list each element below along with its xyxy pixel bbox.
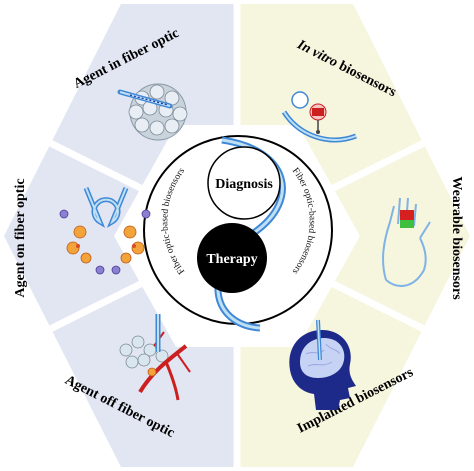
brain-implant-icon (289, 319, 356, 410)
label-agent-on-fiber: Agent on fiber optic (13, 178, 28, 297)
hand-sensor-icon (382, 197, 431, 287)
cuvette-fiber-icon (281, 91, 357, 143)
therapy-circle (197, 223, 267, 293)
cells-blood-vessel-icon (119, 314, 191, 401)
cell-cluster-fiber-icon (117, 83, 188, 141)
label-wearable: Wearable biosensors (449, 176, 464, 300)
therapy-label: Therapy (206, 252, 257, 267)
diagnosis-label: Diagnosis (215, 177, 273, 192)
fiber-tip-cells-icon (59, 187, 151, 275)
diagnosis-circle (207, 146, 281, 220)
